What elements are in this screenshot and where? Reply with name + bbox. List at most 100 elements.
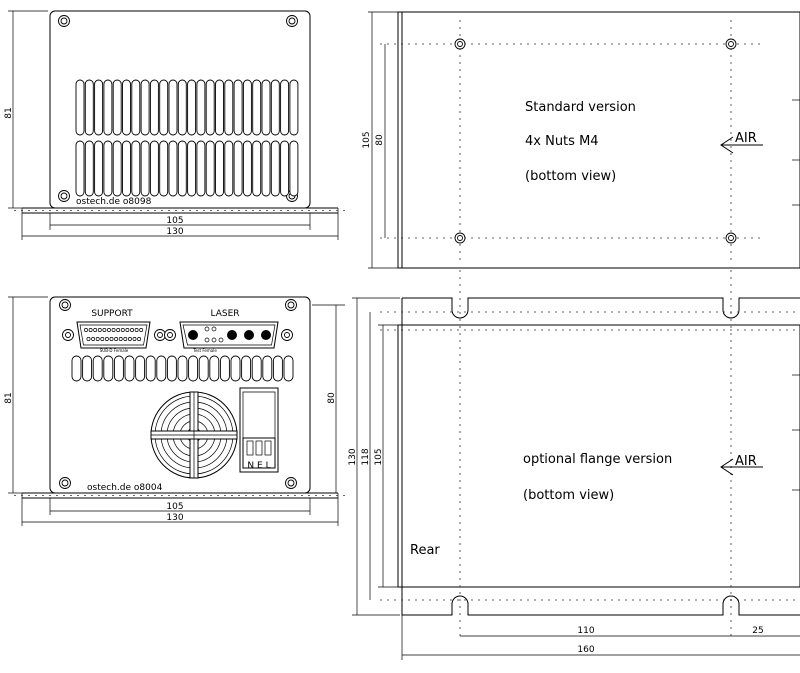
dsub-pin (84, 328, 88, 332)
vent-slot (262, 355, 273, 382)
mounting-nut (725, 38, 737, 50)
dsub-pin (118, 337, 123, 341)
vent-slot (215, 140, 224, 197)
dsub-pin (134, 328, 139, 332)
vent-slot (241, 355, 252, 382)
standard-bottom-view: Standard version 4x Nuts M4 (bottom view… (362, 11, 800, 269)
flange-rear-label: Rear (410, 543, 440, 558)
vent-slot (283, 355, 294, 382)
vent-slot (205, 79, 215, 136)
vent-slot (145, 355, 156, 382)
vent-slot (131, 140, 141, 197)
vent-slot (159, 79, 169, 136)
vent-slot (270, 140, 280, 197)
dim-outer-width: 130 (166, 513, 183, 523)
vent-slot (149, 79, 159, 136)
dsub-pin (95, 337, 100, 341)
vent-slot (140, 140, 150, 197)
flange-bottom-view: optional flange version (bottom view) Re… (348, 270, 800, 660)
vent-slot (233, 140, 243, 197)
vent-slot (224, 140, 234, 197)
vent-slot (270, 79, 280, 136)
standard-outline (397, 11, 800, 269)
vent-slot (188, 355, 199, 382)
flange-air-label: AIR (735, 454, 757, 469)
mounting-nut (454, 232, 466, 244)
vent-slot (75, 79, 85, 136)
vent-slot (124, 355, 135, 382)
dsub-pin (97, 328, 102, 332)
laser-pin (244, 330, 254, 340)
dim-height-right: 80 (327, 392, 337, 404)
standard-title: Standard version (525, 100, 636, 115)
vent-slot (166, 355, 177, 382)
dim-outer-width: 130 (166, 227, 183, 237)
mounting-nut (725, 232, 737, 244)
support-label: SUPPORT (91, 309, 133, 319)
dsub-pin (86, 337, 91, 341)
vent-slot (92, 355, 103, 382)
dsub-pin (102, 328, 107, 332)
laser-pin (188, 330, 198, 340)
vent-slot (113, 355, 124, 382)
dsub-pin (127, 337, 132, 341)
standard-air-label: AIR (735, 131, 757, 146)
dsub-pin (91, 337, 96, 341)
front-view-top: ostech.de o8098 81 105 130 (4, 10, 345, 240)
flange-note: (bottom view) (523, 488, 614, 503)
vent-slot (112, 140, 122, 197)
dsub-pin (120, 328, 125, 332)
flange-dim-105: 105 (374, 448, 384, 465)
laser-connector-label: Test Female (192, 348, 217, 353)
vent-slot (230, 355, 241, 382)
mounting-nut (454, 38, 466, 50)
corner-screw (59, 299, 71, 311)
vent-slot (187, 140, 197, 197)
vent-slot (233, 79, 243, 136)
dsub-pin (104, 337, 109, 341)
vent-slot (280, 79, 290, 136)
vent-slot (252, 140, 262, 197)
vent-slot (196, 79, 206, 136)
vent-slot (261, 79, 271, 136)
vent-slot (112, 79, 122, 136)
vent-slot (280, 140, 290, 197)
dsub-pin (114, 337, 119, 341)
vent-slot (149, 140, 159, 197)
vent-slot (156, 355, 167, 382)
vent-slot (252, 79, 262, 136)
dsub-pin (111, 328, 116, 332)
dim-height-left: 81 (4, 392, 14, 403)
flange-dim-130: 130 (348, 448, 358, 465)
vent-slots (71, 355, 294, 382)
flange-outline (401, 297, 800, 616)
vent-slot (75, 140, 85, 197)
vent-slot (198, 355, 209, 382)
dsub-pin (123, 337, 128, 341)
front-panel-outline (49, 296, 311, 494)
power-inlet: N E L (239, 387, 279, 473)
vent-slot (131, 79, 141, 136)
power-switch-label: N E L (247, 461, 270, 471)
front-view-bottom: SUPPORT SUB-D Female LASER Test Female (4, 296, 345, 526)
vent-slot (187, 79, 197, 136)
corner-screw (285, 299, 297, 311)
flange-body (397, 324, 800, 588)
vent-slot (215, 79, 224, 136)
vent-slots-lower (75, 140, 299, 197)
flange-dim-118: 118 (361, 448, 371, 465)
vent-slot (168, 79, 178, 136)
vent-slot (103, 355, 114, 382)
standard-dim-outer: 105 (362, 131, 372, 148)
vent-slot (196, 140, 206, 197)
front-brand-label: ostech.de o8098 (76, 197, 152, 207)
vent-slot (224, 79, 234, 136)
dsub-pin (88, 328, 93, 332)
dsub-pin (139, 328, 144, 332)
vent-slot (122, 140, 131, 197)
dsub-pin (137, 337, 142, 341)
connector-screw (154, 329, 166, 341)
dsub-pins (84, 328, 144, 341)
laser-connector (179, 321, 279, 349)
